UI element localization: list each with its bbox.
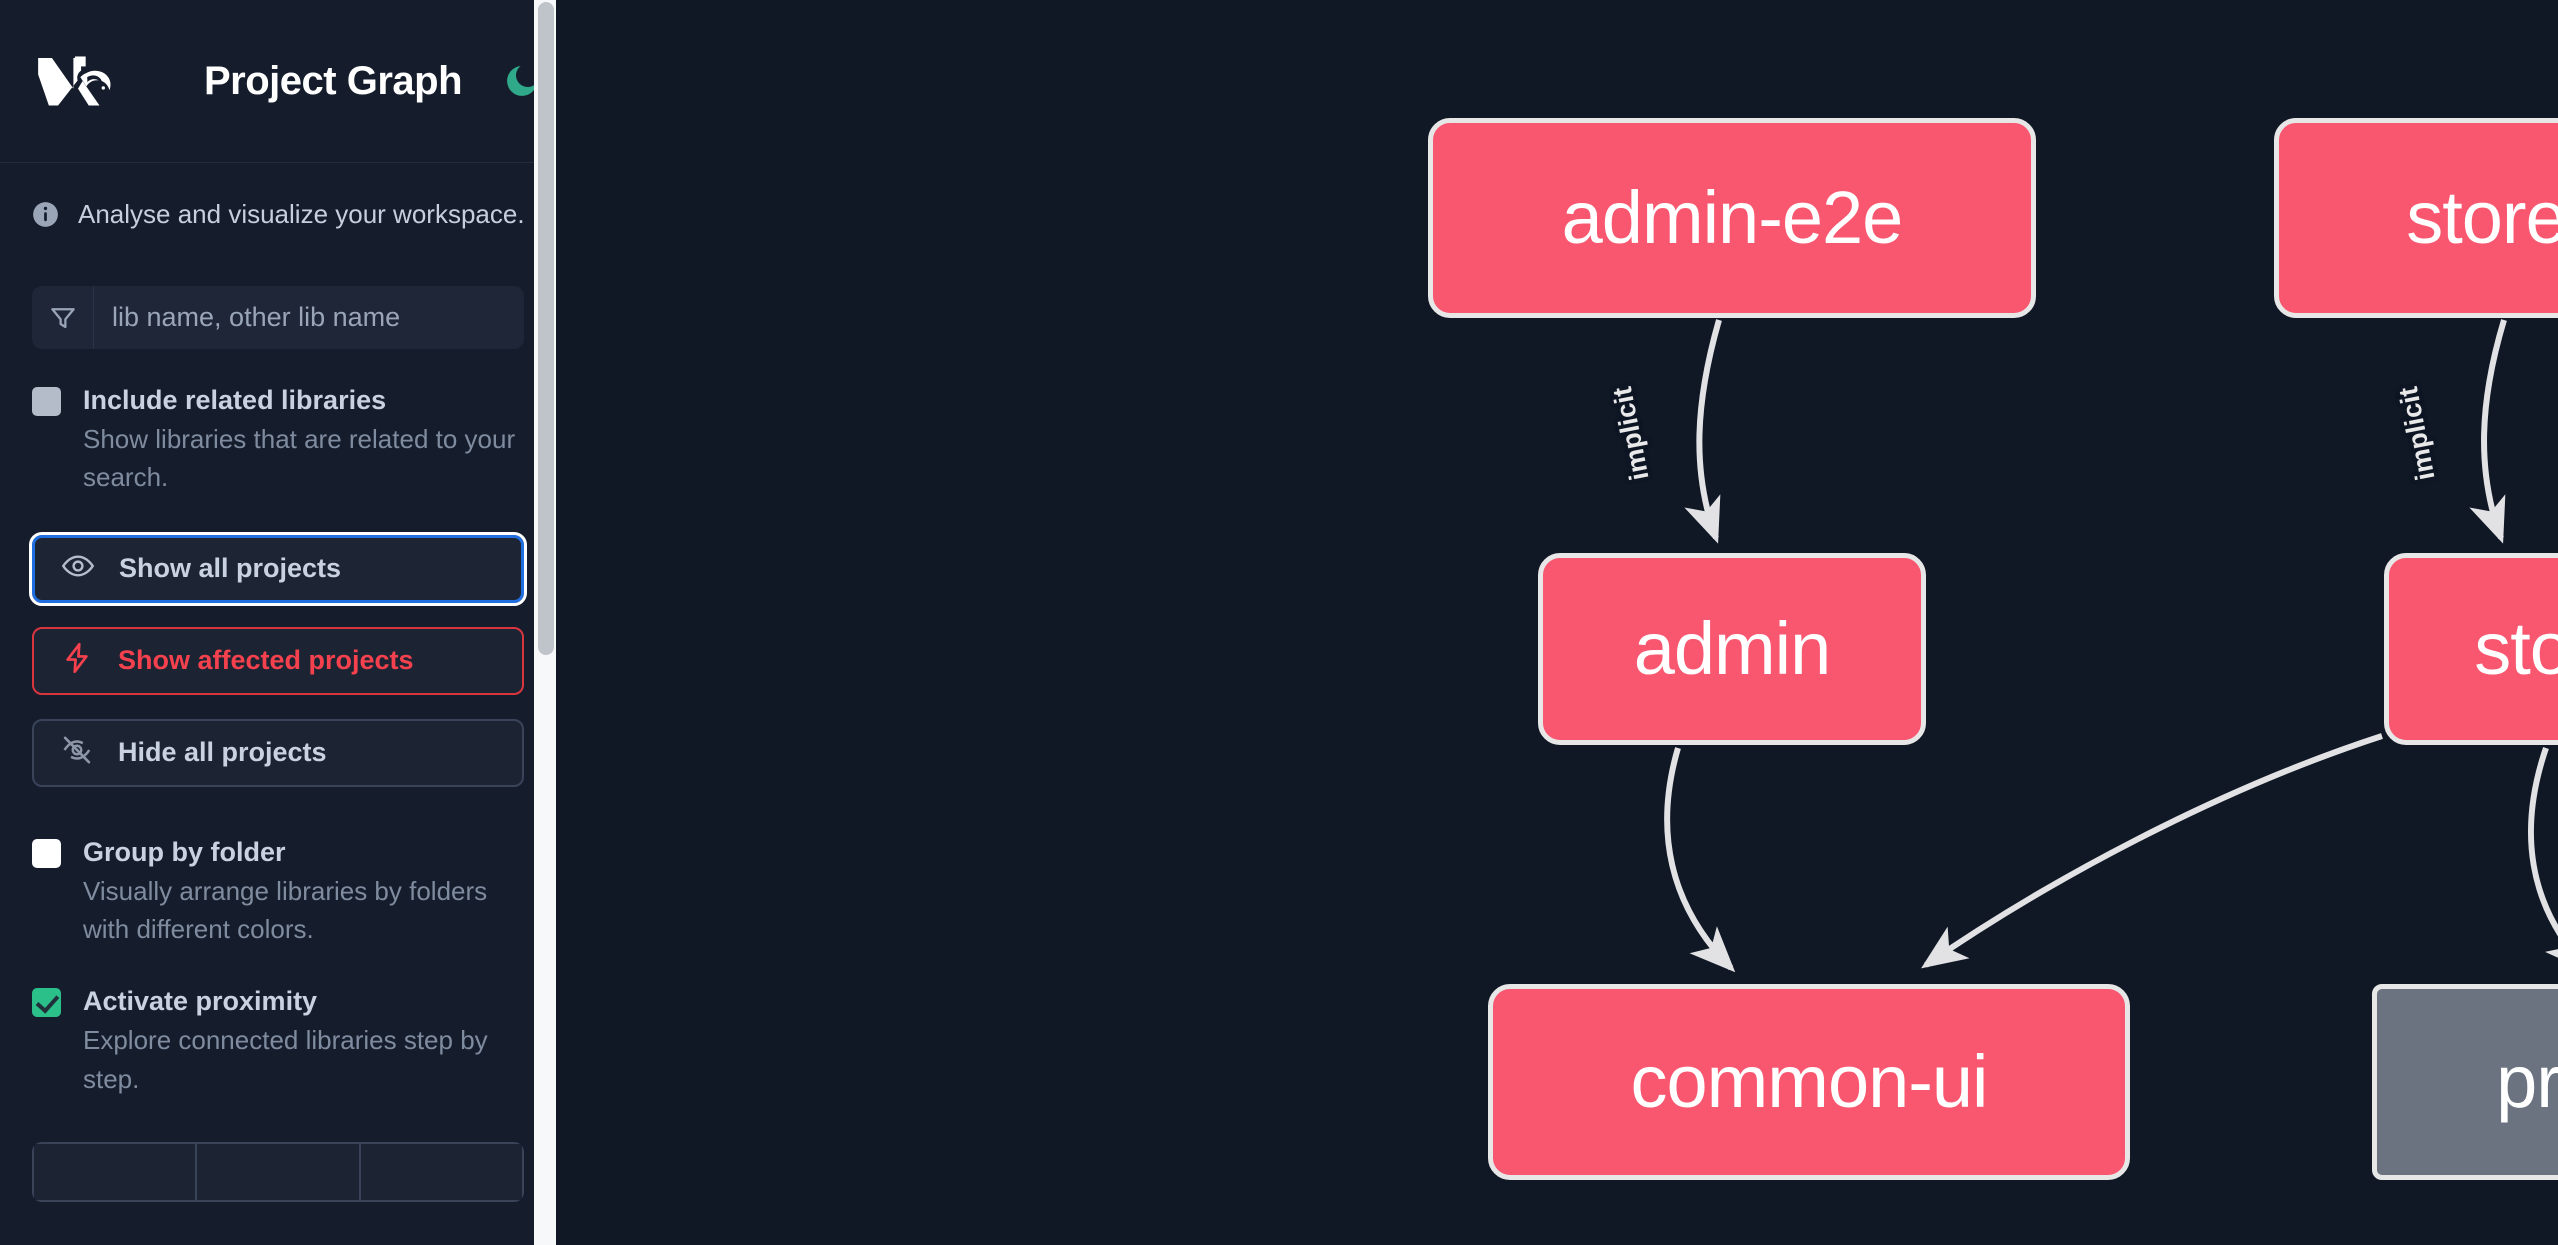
graph-node-store-e2e[interactable]: store-e2e (2274, 118, 2558, 318)
edge-store-e2e-to-store (2469, 319, 2507, 544)
proximity-stepper-group[interactable] (32, 1141, 524, 1202)
hide-all-projects-label: Hide all projects (118, 737, 327, 768)
checkbox-label-group-by-folder: Group by folder (83, 836, 286, 867)
edge-admin-to-common-ui (1664, 747, 1736, 973)
graph-node-admin[interactable]: admin (1538, 553, 1926, 745)
checkbox-box-activate-proximity[interactable] (32, 988, 61, 1018)
show-all-projects-label: Show all projects (119, 553, 342, 584)
proximity-step-increase[interactable] (358, 1141, 524, 1202)
graph-node-label: products (2496, 1040, 2558, 1123)
sidebar-scrollbar-thumb[interactable] (538, 2, 554, 655)
graph-node-products[interactable]: products (2372, 984, 2558, 1180)
info-text: Analyse and visualize your workspace. (78, 199, 525, 229)
graph-node-store[interactable]: store (2384, 553, 2558, 745)
checkbox-label-activate-proximity: Activate proximity (83, 986, 318, 1017)
sidebar: Project Graph Analyse and visualize your… (0, 0, 556, 1245)
graph-node-label: admin-e2e (1561, 176, 1904, 259)
moon-icon[interactable] (500, 59, 544, 103)
info-circle-icon (32, 201, 59, 228)
show-affected-projects-button[interactable]: Show affected projects (32, 626, 524, 695)
checkbox-box-group-by-folder[interactable] (32, 838, 61, 868)
app-title: Project Graph (204, 58, 463, 103)
hide-all-projects-button[interactable]: Hide all projects (32, 718, 524, 787)
edge-admin-e2e-to-admin (1684, 319, 1722, 544)
checkbox-desc-activate-proximity: Explore connected libraries step by step… (83, 1025, 488, 1094)
graph-node-common-ui[interactable]: common-ui (1488, 984, 2130, 1180)
graph-node-label: store-e2e (2406, 176, 2558, 259)
checkbox-desc-group-by-folder: Visually arrange libraries by folders wi… (83, 875, 488, 944)
checkbox-activate-proximity[interactable]: Activate proximity Explore connected lib… (32, 982, 524, 1098)
sidebar-header: Project Graph (0, 0, 556, 163)
graph-node-label: common-ui (1630, 1040, 1989, 1123)
nx-logo-icon (32, 50, 124, 112)
filter-funnel-icon (32, 286, 94, 349)
graph-node-admin-e2e[interactable]: admin-e2e (1428, 118, 2036, 318)
edge-store-to-common-ui (1921, 733, 2383, 969)
checkbox-desc-include-related: Show libraries that are related to your … (83, 424, 516, 493)
show-all-projects-button[interactable]: Show all projects (29, 531, 527, 606)
graph-node-label: admin (1633, 607, 1832, 690)
checkbox-group-by-folder[interactable]: Group by folder Visually arrange librari… (32, 833, 524, 949)
eye-off-icon (60, 733, 94, 772)
graph-node-label: store (2474, 607, 2558, 690)
sidebar-body: Analyse and visualize your workspace. In… (0, 199, 556, 1202)
lightning-bolt-icon (60, 641, 94, 680)
search-input[interactable] (94, 286, 524, 349)
checkbox-label-include-related: Include related libraries (83, 385, 387, 415)
search-box[interactable] (32, 286, 524, 349)
graph-canvas[interactable]: admin-e2e store-e2e admin store common-u… (556, 0, 2558, 1245)
checkbox-include-related-libraries[interactable]: Include related libraries Show libraries… (32, 381, 524, 497)
graph-edges (1664, 319, 2558, 973)
info-banner: Analyse and visualize your workspace. (32, 199, 525, 230)
proximity-step-value[interactable] (195, 1141, 359, 1202)
sidebar-scrollbar[interactable] (534, 0, 556, 1245)
show-affected-projects-label: Show affected projects (118, 645, 414, 676)
eye-icon (61, 549, 95, 588)
checkbox-box-include-related[interactable] (32, 387, 61, 416)
edge-store-to-products (2528, 747, 2558, 973)
proximity-step-decrease[interactable] (32, 1141, 196, 1202)
